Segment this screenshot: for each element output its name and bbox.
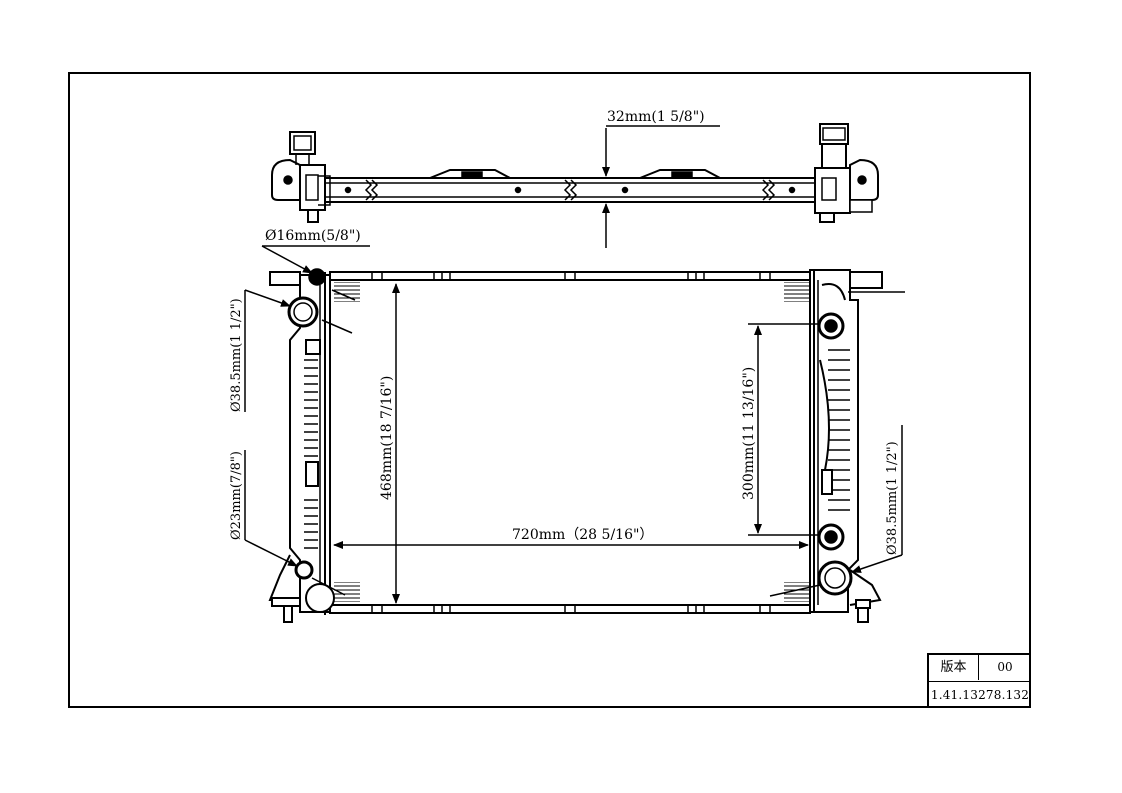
small-port-label: Ø16mm(5/8") xyxy=(265,228,361,244)
thickness-label: 32mm(1 5/8") xyxy=(607,109,705,125)
top-fin-markers xyxy=(364,179,776,201)
height-label: 468mm(18 7/16") xyxy=(379,376,395,500)
left-inlet-label: Ø38.5mm(1 1/2") xyxy=(229,298,244,412)
version-label: 版本 xyxy=(929,655,979,680)
drawing-frame xyxy=(68,72,1031,708)
rail-clips xyxy=(371,272,771,613)
fitting-label: Ø23mm(7/8") xyxy=(229,451,244,540)
right-outlet-label: Ø38.5mm(1 1/2") xyxy=(885,441,900,555)
title-block-version-row: 版本 00 xyxy=(929,655,1031,682)
top-view xyxy=(271,123,879,223)
version-value: 00 xyxy=(997,660,1013,674)
width-label: 720mm（28 5/16"） xyxy=(512,527,653,543)
part-number: 1.41.13278.132 xyxy=(930,688,1030,702)
spacing-dimension xyxy=(748,323,818,536)
leader-lines xyxy=(244,245,905,597)
left-tank-ribs xyxy=(304,359,318,549)
thickness-dimension xyxy=(602,125,720,248)
front-view xyxy=(268,268,883,623)
title-block: 版本 00 1.41.13278.132 xyxy=(927,653,1031,708)
spacing-label: 300mm(11 13/16") xyxy=(741,367,757,500)
right-tank-ribs xyxy=(828,349,850,511)
